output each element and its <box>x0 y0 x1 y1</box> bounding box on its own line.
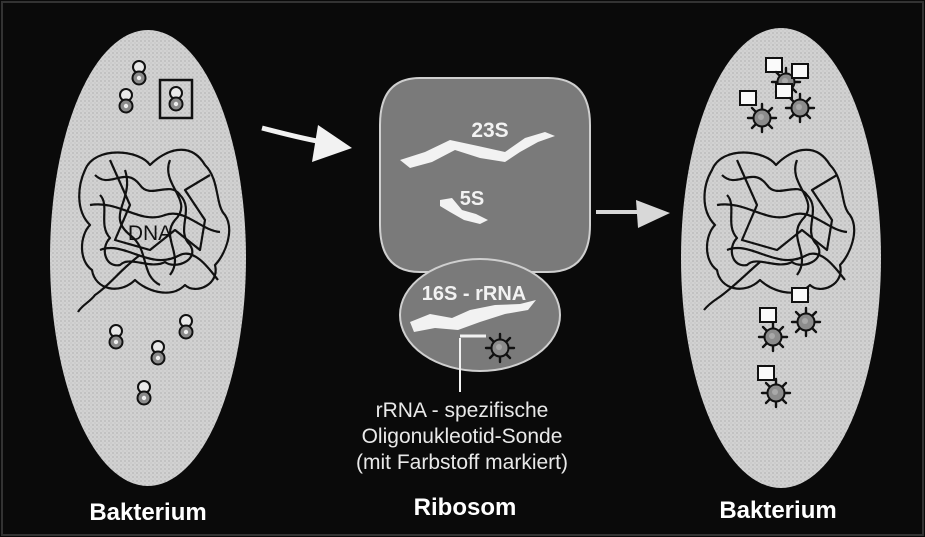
ribosome-icon <box>120 89 133 113</box>
right-caption: Bakterium <box>688 497 868 525</box>
dye-icon <box>486 334 514 362</box>
ribosome-icon <box>138 381 151 405</box>
ribosome-icon <box>170 87 183 111</box>
ribosome-icon <box>152 341 165 365</box>
large-subunit <box>380 78 590 272</box>
left-caption: Bakterium <box>58 499 238 527</box>
dye-icon <box>759 323 787 351</box>
right-bacterium <box>681 28 881 488</box>
left-bacterium: DNA <box>50 30 246 486</box>
dye-icon <box>792 308 820 336</box>
ribosome-icon <box>180 315 193 339</box>
probe-text-line2: Oligonukleotid-Sonde <box>362 425 563 448</box>
rrna-23s-label: 23S <box>471 119 508 142</box>
rrna-16s-label: 16S - rRNA <box>422 283 526 305</box>
dye-icon <box>762 379 790 407</box>
probe-text-line3: (mit Farbstoff markiert) <box>356 451 568 474</box>
probe-text-line1: rRNA - spezifische <box>376 399 549 422</box>
dna-label: DNA <box>128 222 172 245</box>
dye-icon <box>748 104 776 132</box>
ribosome-icon <box>133 61 146 85</box>
dye-icon <box>786 94 814 122</box>
rrna-5s-label: 5S <box>460 188 484 210</box>
center-caption: Ribosom <box>385 494 545 522</box>
ribosome-icon <box>110 325 123 349</box>
